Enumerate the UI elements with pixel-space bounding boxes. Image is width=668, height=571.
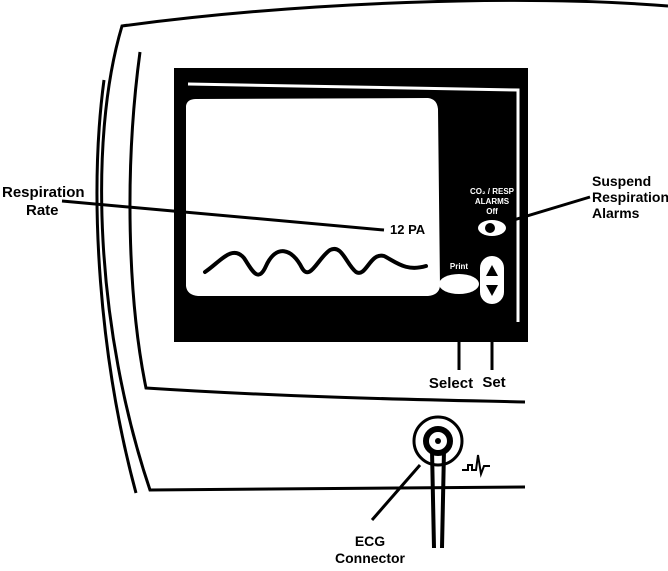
respiration-rate-readout: 12 PA	[390, 222, 426, 237]
suspend-alarms-button[interactable]	[478, 220, 506, 236]
ecg-connector-socket	[435, 438, 441, 444]
suspend-alarms-indicator-icon	[485, 223, 495, 233]
ecg-connector-label-line-1: ECG	[355, 533, 385, 549]
suspend-alarms-label-line-1: Suspend	[592, 173, 651, 189]
suspend-alarms-label-line-2: Respiration	[592, 189, 668, 205]
ecg-connector-label-line-2: Connector	[335, 550, 406, 566]
alarm-caption-line-2: ALARMS	[475, 197, 510, 206]
suspend-alarms-label-line-3: Alarms	[592, 205, 640, 221]
respiration-rate-label-line-2: Rate	[26, 202, 59, 219]
alarm-caption-line-1: CO₂ / RESP	[470, 187, 515, 196]
select-label: Select	[429, 375, 473, 392]
set-label: Set	[482, 374, 505, 391]
print-button-label: Print	[450, 262, 469, 271]
print-select-button[interactable]	[439, 274, 479, 294]
ecg-connector-leader	[372, 465, 420, 520]
set-rocker-button[interactable]	[480, 256, 504, 304]
ecg-connector	[414, 417, 462, 548]
respiration-rate-label-line-1: Respiration	[2, 184, 85, 201]
alarm-caption-line-3: Off	[486, 207, 498, 216]
set-rocker-body[interactable]	[480, 256, 504, 304]
ecg-waveform-icon	[462, 455, 490, 474]
